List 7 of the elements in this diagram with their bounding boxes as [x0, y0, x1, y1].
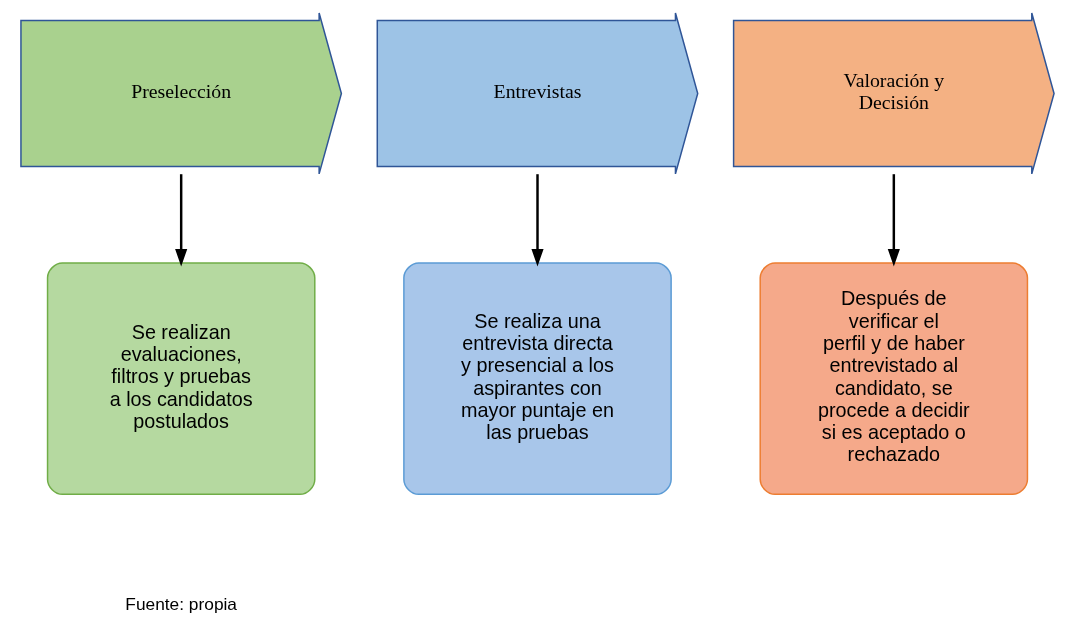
arrow — [530, 174, 544, 267]
node-box: Se realiza una entrevista directa y presencial a los aspirantes con mayor puntaje en las pruebas — [402, 262, 672, 496]
arrow — [887, 174, 900, 267]
node-box: Después de verificar el perfil y de haber entrevistado al candidato, se procede a decidir si es aceptado o rechazado — [758, 262, 1028, 496]
node-box: Se realizan evaluaciones, filtros y pruebas a los candidatos postulados — [46, 262, 316, 496]
arrow — [174, 174, 187, 267]
label: Fuente: propia — [124, 594, 237, 615]
